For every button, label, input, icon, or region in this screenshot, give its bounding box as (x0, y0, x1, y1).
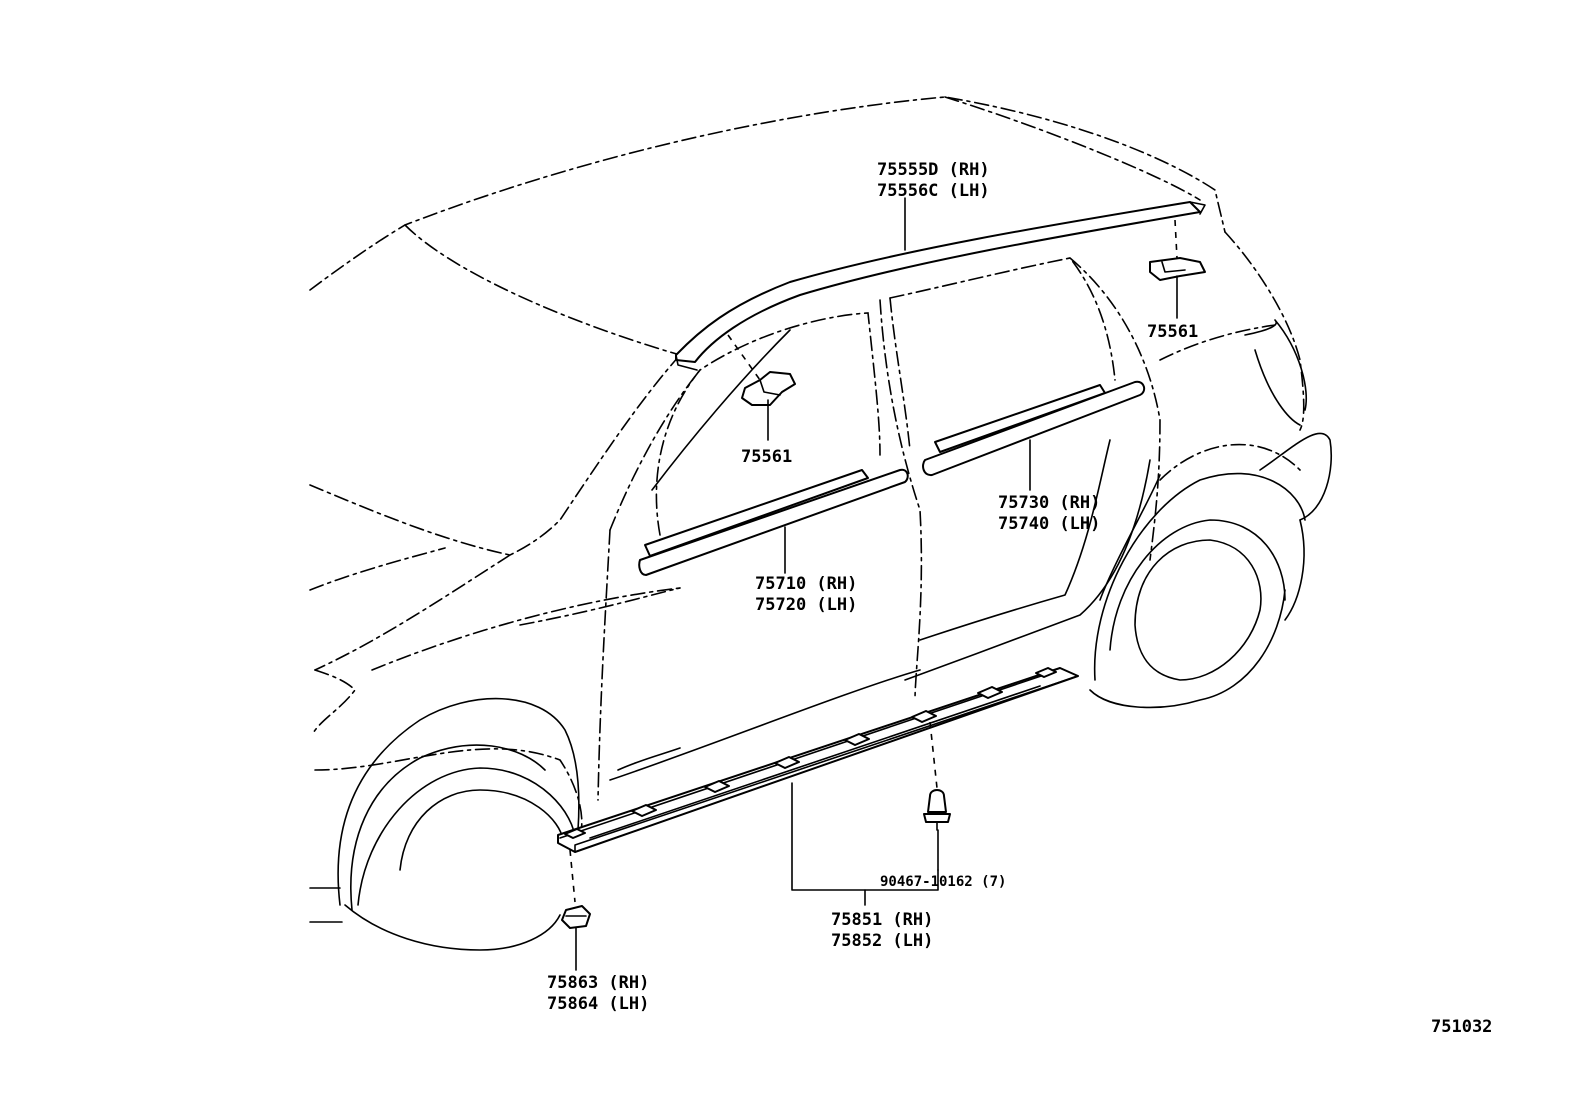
front-clip-part (727, 334, 796, 406)
rocker-nut-lh-label: 75864 (LH) (547, 994, 649, 1014)
front-door-moulding-rh-label: 75710 (RH) (755, 574, 857, 594)
front-door-moulding-part (638, 468, 909, 576)
front-clip-label: 75561 (741, 447, 792, 467)
roof-rail-part (675, 201, 1206, 371)
rear-clip-part (1149, 219, 1206, 281)
leader-lines (575, 197, 1178, 971)
vehicle-outline (309, 96, 1332, 951)
roof-rail-lh-label: 75556C (LH) (877, 181, 990, 201)
rocker-fastener-part (923, 721, 951, 831)
front-door-moulding-lh-label: 75720 (LH) (755, 595, 857, 615)
roof-rail-rh-label: 75555D (RH) (877, 160, 990, 180)
rear-door-moulding-lh-label: 75740 (LH) (998, 514, 1100, 534)
part-labels: 75555D (RH) 75556C (LH) 75561 75561 7573… (547, 160, 1492, 1037)
rear-door-moulding-part (922, 380, 1146, 477)
rocker-nut-rh-label: 75863 (RH) (547, 973, 649, 993)
fastener-label: 90467-10162 (7) (880, 874, 1006, 890)
rocker-panel-lh-label: 75852 (LH) (831, 931, 933, 951)
rocker-panel-part (557, 667, 1079, 853)
rocker-panel-rh-label: 75851 (RH) (831, 910, 933, 930)
diagram-id: 751032 (1431, 1017, 1492, 1037)
rear-clip-label: 75561 (1147, 322, 1198, 342)
rocker-nut-part (561, 849, 591, 929)
rear-door-moulding-rh-label: 75730 (RH) (998, 493, 1100, 513)
